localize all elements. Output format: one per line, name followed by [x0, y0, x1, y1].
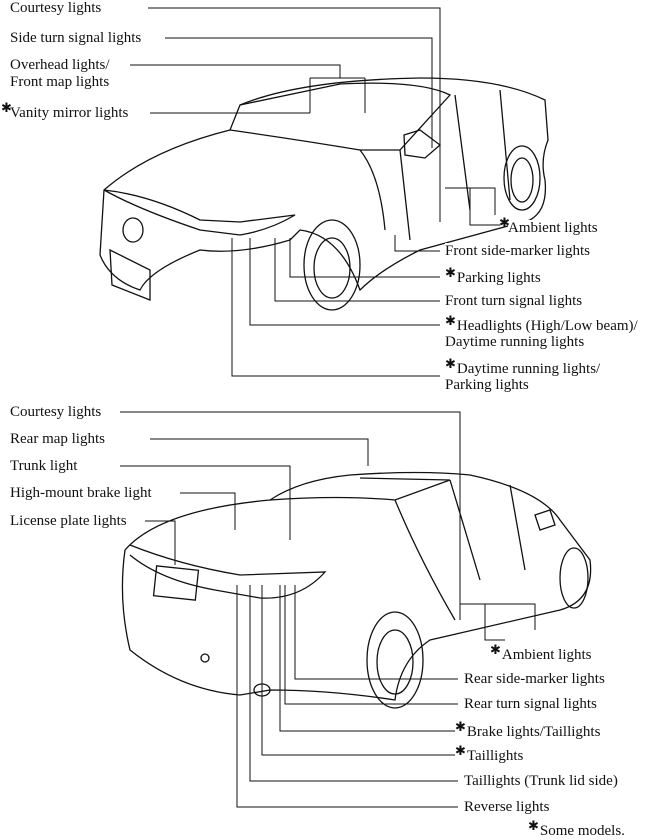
asterisk-icon: ✱ — [445, 265, 456, 280]
label-rear-courtesy-lights: Courtesy lights — [10, 404, 105, 421]
asterisk-icon: ✱ — [528, 818, 539, 833]
label-rear-ambient-lights: ✱Ambient lights — [490, 642, 595, 664]
label-trunk-light: Trunk light — [10, 458, 81, 475]
label-front-turn-signal-lights: Front turn signal lights — [445, 293, 586, 310]
label-rear-map-lights: Rear map lights — [10, 431, 108, 448]
label-text: Daytime running lights/ — [456, 361, 601, 377]
label-license-plate-lights: License plate lights — [10, 513, 130, 530]
front-leader-lines — [130, 7, 500, 377]
label-taillights: ✱Taillights — [455, 743, 527, 765]
label-brake-lights: ✱Brake lights/Taillights — [455, 719, 604, 741]
label-side-turn-signal-lights: Side turn signal lights — [10, 30, 145, 47]
asterisk-icon: ✱ — [490, 642, 501, 657]
label-text: Ambient lights — [508, 220, 598, 236]
asterisk-icon: ✱ — [1, 100, 12, 115]
label-rear-side-marker-lights: Rear side-marker lights — [464, 671, 608, 688]
label-reverse-lights: Reverse lights — [464, 799, 553, 816]
label-high-mount-brake-light: High-mount brake light — [10, 485, 155, 502]
label-front-side-marker-lights: Front side-marker lights — [445, 243, 593, 260]
label-parking-lights: ✱Parking lights — [445, 265, 544, 287]
label-text: Ambient lights — [501, 647, 592, 663]
label-front-map-lights: Front map lights — [10, 74, 113, 91]
label-rear-turn-signal-lights: Rear turn signal lights — [464, 696, 600, 713]
asterisk-icon: ✱ — [455, 719, 466, 734]
label-text: Headlights (High/Low beam)/ — [456, 318, 638, 334]
asterisk-icon: ✱ — [455, 743, 466, 758]
label-text: Brake lights/Taillights — [466, 724, 601, 740]
rear-car-drawing — [121, 471, 592, 709]
asterisk-icon: ✱ — [499, 215, 510, 230]
label-front-courtesy-lights: Courtesy lights — [10, 0, 105, 17]
label-headlights: ✱Headlights (High/Low beam)/ — [445, 313, 641, 335]
label-text: Vanity mirror lights — [10, 105, 129, 121]
footnote-some-models: ✱Some models. — [528, 818, 628, 840]
label-text: Some models. — [539, 823, 625, 839]
label-drl-parking: ✱Daytime running lights/ — [445, 356, 604, 378]
label-taillights-trunk-lid: Taillights (Trunk lid side) — [464, 773, 621, 790]
front-car-drawing — [99, 77, 549, 311]
asterisk-icon: ✱ — [445, 356, 456, 371]
asterisk-icon: ✱ — [445, 313, 456, 328]
label-front-ambient-lights: ✱Ambient lights — [499, 215, 601, 237]
label-text: Taillights — [466, 748, 524, 764]
label-text: Parking lights — [456, 270, 541, 286]
rear-leader-lines — [120, 411, 536, 808]
label-vanity-mirror-lights: ✱Vanity mirror lights — [1, 100, 132, 122]
label-overhead-lights: Overhead lights/ — [10, 57, 113, 74]
label-drl-parking-line2: Parking lights — [445, 377, 532, 394]
label-daytime-running-lights: Daytime running lights — [445, 334, 588, 351]
